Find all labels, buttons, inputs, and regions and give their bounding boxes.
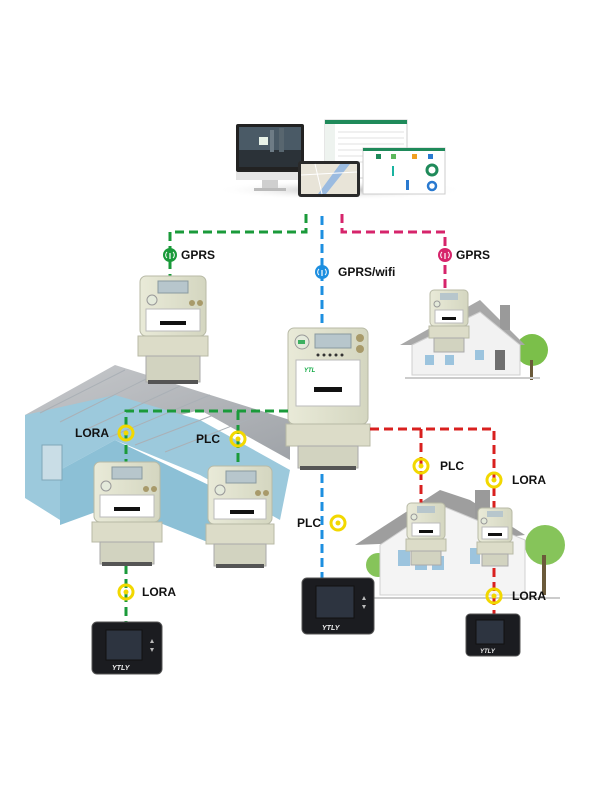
display-brand: YTLY xyxy=(322,625,341,632)
meter-factory-plc[interactable] xyxy=(205,465,275,568)
meter-brand: YTL xyxy=(304,368,316,374)
label-factory-plc: PLC xyxy=(196,432,220,446)
house-bottom-right xyxy=(355,490,565,599)
display-brand: YTLY xyxy=(112,665,131,672)
meter-factory-lora[interactable] xyxy=(91,461,163,566)
gprs-antenna-icon-magenta xyxy=(438,248,452,262)
coupler-icon-factory-display xyxy=(117,583,135,601)
desktop-monitor xyxy=(236,124,304,191)
house-red-links xyxy=(370,427,496,615)
coupler-icon-factory-lora xyxy=(117,424,135,442)
coupler-icon-house-display xyxy=(485,587,503,605)
coupler-icon-house-lora xyxy=(485,471,503,489)
house-top-right xyxy=(400,300,548,380)
label-factory-lora: LORA xyxy=(75,426,109,440)
in-home-display-house[interactable]: YTLY xyxy=(465,613,521,657)
green-gprs-link xyxy=(168,214,308,278)
meter-house-lora[interactable] xyxy=(476,507,514,567)
coupler-icon-factory-plc xyxy=(229,430,247,448)
in-home-display-center[interactable]: YTLY xyxy=(301,577,375,635)
label-magenta-gprs: GPRS xyxy=(456,248,490,262)
gprs-antenna-icon-green xyxy=(163,248,177,262)
label-blue-gprs-wifi: GPRS/wifi xyxy=(338,265,395,279)
meter-top-left[interactable] xyxy=(137,275,209,384)
label-house-lora: LORA xyxy=(512,473,546,487)
head-end-software xyxy=(215,119,465,200)
magenta-gprs-link xyxy=(340,214,447,292)
factory-green-links xyxy=(124,409,288,625)
display-brand: YTLY xyxy=(480,649,496,655)
meter-center-concentrator[interactable]: YTL xyxy=(285,327,371,470)
coupler-icon-center-plc xyxy=(329,514,347,532)
label-house-plc: PLC xyxy=(440,459,464,473)
meter-house-plc[interactable] xyxy=(405,502,447,566)
tablet-map xyxy=(298,161,360,197)
in-home-display-factory[interactable]: YTLY xyxy=(91,621,163,675)
gprs-wifi-antenna-icon-blue xyxy=(315,265,329,279)
label-house-display-lora: LORA xyxy=(512,589,546,603)
dashboard-screen xyxy=(362,147,446,195)
coupler-icon-house-plc xyxy=(412,457,430,475)
label-factory-display-lora: LORA xyxy=(142,585,176,599)
label-center-plc: PLC xyxy=(297,516,321,530)
label-green-gprs: GPRS xyxy=(181,248,215,262)
meter-house-top[interactable] xyxy=(428,289,470,353)
